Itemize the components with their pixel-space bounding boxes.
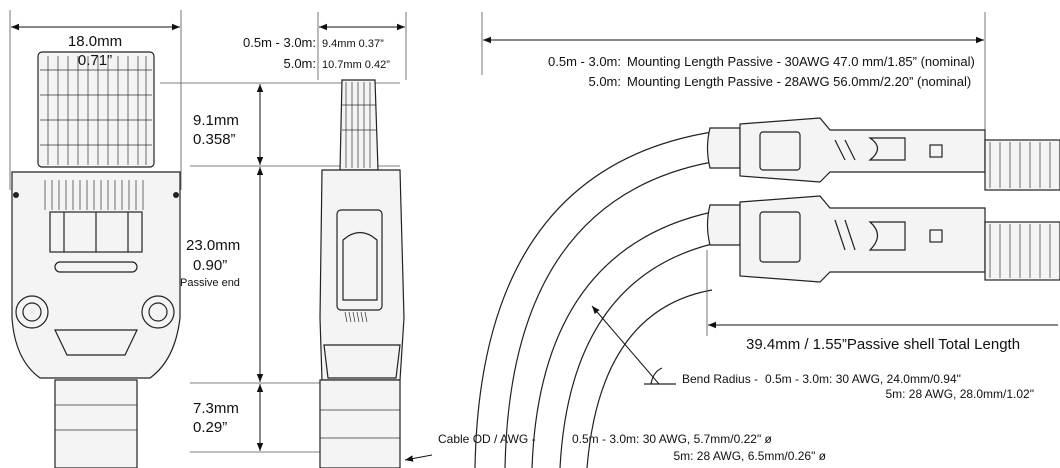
side-row1-value: 9.4mm 0.37” [322,38,384,50]
lower-plan-connector [706,195,1060,283]
bent-cable-arcs [474,131,713,468]
cable-od-row1: 0.5m - 3.0m: 30 AWG, 5.7mm/0.22" ø [572,432,773,446]
cable-od-label: Cable OD / AWG - [438,432,536,446]
mount-row2-label: 5.0m: [588,74,621,89]
bend-radius-callout: Bend Radius - 0.5m - 3.0m: 30 AWG, 24.0m… [591,305,1034,401]
bend-radius-row2: 5m: 28 AWG, 28.0mm/1.02" [885,387,1034,401]
bend-radius-row1: 0.5m - 3.0m: 30 AWG, 24.0mm/0.94" [765,372,961,386]
front-width-mm: 18.0mm [68,33,122,50]
h1-in: 0.358” [193,131,236,148]
cable-od-callout: Cable OD / AWG - 0.5m - 3.0m: 30 AWG, 5.… [404,432,827,463]
h3-in: 0.29” [193,419,227,436]
h2-in: 0.90” [193,257,227,274]
side-row1-label: 0.5m - 3.0m: [243,35,316,50]
bend-radius-label: Bend Radius - [682,372,758,386]
front-width-in: 0.71” [78,52,112,69]
side-width-dimension: 0.5m - 3.0m: 9.4mm 0.37” 5.0m: 10.7mm 0.… [243,23,405,71]
h3-mm: 7.3mm [193,400,239,417]
front-view-connector [9,10,182,468]
mount-row2-value: Mounting Length Passive - 28AWG 56.0mm/2… [627,74,971,89]
side-view-connector [317,12,407,468]
h2-note: Passive end [180,277,240,289]
h1-mm: 9.1mm [193,112,239,129]
shell-length-dimension: 39.4mm / 1.55”Passive shell Total Length [706,250,1058,353]
mounting-length-dimension: 0.5m - 3.0m: Mounting Length Passive - 3… [481,12,986,150]
cable-od-row2: 5m: 28 AWG, 6.5mm/0.26" ø [673,449,826,463]
side-row2-value: 10.7mm 0.42” [322,59,390,71]
mount-row1-label: 0.5m - 3.0m: [548,54,621,69]
shell-length-text: 39.4mm / 1.55”Passive shell Total Length [746,336,1020,353]
side-row2-label: 5.0m: [283,56,316,71]
upper-plan-connector [706,117,1060,191]
mount-row1-value: Mounting Length Passive - 30AWG 47.0 mm/… [627,54,975,69]
front-width-dimension: 18.0mm 0.71” [11,23,180,69]
h2-mm: 23.0mm [186,237,240,254]
